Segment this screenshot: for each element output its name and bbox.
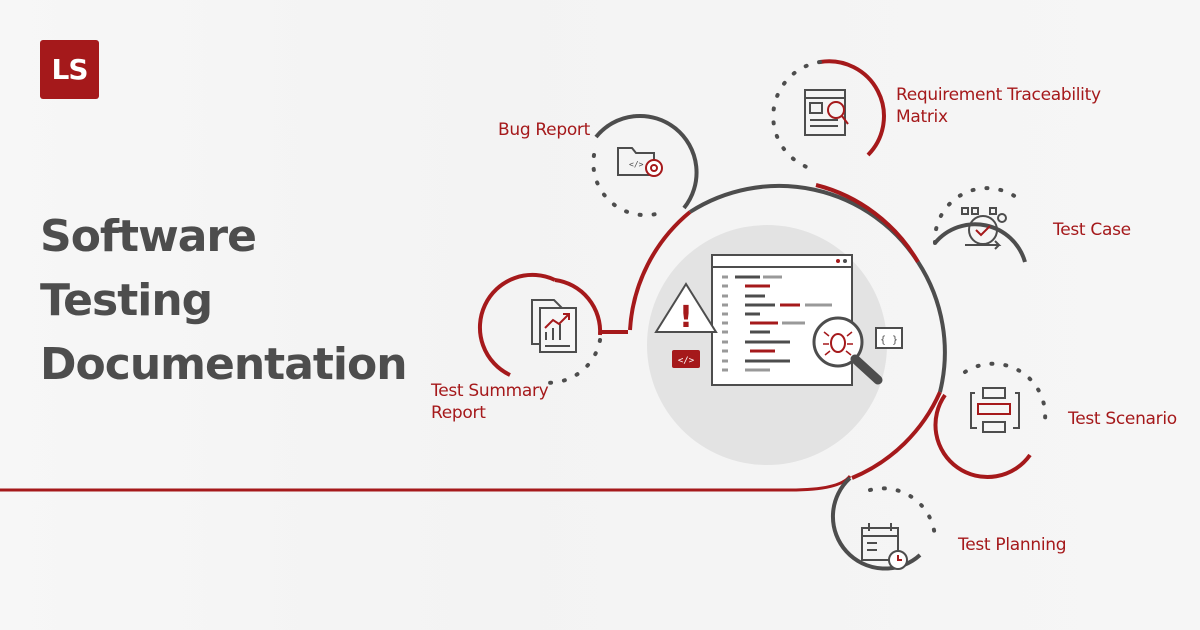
node-test-summary xyxy=(477,272,628,385)
label-bug-report: Bug Report xyxy=(498,120,590,140)
svg-text:!: ! xyxy=(679,300,693,335)
title-line-2: Documentation xyxy=(40,339,408,390)
braces-badge xyxy=(875,327,903,349)
flowchart-icon xyxy=(970,387,1020,433)
svg-text:</>: </> xyxy=(678,356,695,366)
svg-text:</>: </> xyxy=(629,160,644,169)
folder-bug-icon: </> xyxy=(617,147,663,177)
node-test-scenario xyxy=(933,361,1048,479)
label-test-summary: Test Summary Report xyxy=(431,381,549,423)
calendar-clock-icon xyxy=(861,523,908,570)
baseline-curve xyxy=(640,475,852,492)
ring-top-right xyxy=(815,183,920,264)
node-test-case xyxy=(932,186,1027,263)
svg-text:{ }: { } xyxy=(880,335,898,346)
label-test-planning: Test Planning xyxy=(958,535,1067,555)
title-line-1: Software Testing xyxy=(40,211,257,326)
ring-bottom-right xyxy=(851,391,942,480)
gear-check-icon xyxy=(961,207,1007,250)
document-search-icon xyxy=(804,89,849,136)
label-test-scenario: Test Scenario xyxy=(1068,409,1177,429)
page-title: Software Testing Documentation xyxy=(40,205,440,397)
ring-right xyxy=(916,260,947,393)
code-window-bug-search-icon: ! </> { } xyxy=(654,254,903,386)
node-test-planning xyxy=(831,476,937,571)
code-tag-badge xyxy=(672,350,700,368)
label-rtm: Requirement Traceability Matrix xyxy=(896,85,1101,127)
label-test-case: Test Case xyxy=(1053,220,1131,240)
bug-icon xyxy=(830,333,846,353)
report-chart-icon xyxy=(531,299,577,353)
ring-left xyxy=(628,210,692,331)
node-bug-report: </> xyxy=(591,113,699,218)
warning-icon xyxy=(654,282,718,333)
brand-logo: LS xyxy=(40,40,99,99)
node-rtm xyxy=(771,59,886,172)
